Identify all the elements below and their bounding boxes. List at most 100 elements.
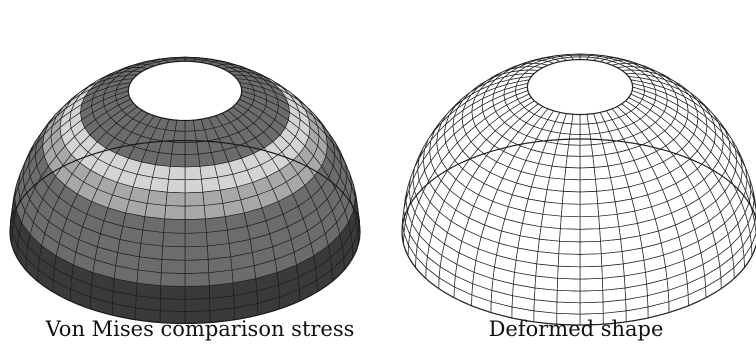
mesh-element <box>174 119 186 132</box>
mesh-element <box>184 205 206 220</box>
mesh-element <box>540 213 562 230</box>
mesh-element <box>184 153 201 168</box>
mesh-element <box>549 165 567 180</box>
mesh-element <box>146 189 168 206</box>
base-edge <box>401 138 756 326</box>
mesh-element <box>162 232 186 248</box>
top-opening <box>127 60 243 122</box>
mesh-element <box>600 238 623 255</box>
mesh-element <box>569 123 581 135</box>
mesh-element <box>558 240 581 255</box>
mesh-element <box>579 228 601 243</box>
mesh-element <box>564 167 581 181</box>
mesh-element <box>163 218 186 234</box>
mesh-element <box>579 253 603 268</box>
mesh-element <box>593 165 611 180</box>
mesh-element <box>557 265 581 280</box>
mesh-element <box>184 141 199 155</box>
mesh-element <box>155 152 172 167</box>
mesh-element <box>544 189 564 205</box>
mesh-element <box>161 245 186 261</box>
mesh-element <box>591 143 606 157</box>
mesh-element <box>165 191 186 207</box>
mesh-element <box>203 203 226 220</box>
mesh-element <box>579 133 592 146</box>
mesh-element <box>561 191 581 205</box>
mesh-element <box>579 123 591 135</box>
mesh-element <box>579 178 597 193</box>
mesh-element <box>599 226 621 242</box>
mesh-element <box>557 253 581 268</box>
mesh-element <box>169 153 186 168</box>
mesh-element <box>598 213 620 230</box>
mesh-element <box>579 113 589 125</box>
mesh-element <box>206 229 230 247</box>
mesh-element <box>556 277 581 292</box>
mesh-element <box>542 201 563 217</box>
mesh-element <box>592 154 609 168</box>
mesh-element <box>184 232 208 248</box>
mesh-element <box>184 191 205 207</box>
mesh-element <box>546 177 565 192</box>
mesh-element <box>149 177 169 193</box>
mesh-element <box>551 154 568 168</box>
base-edge <box>9 140 361 324</box>
mesh-element <box>579 240 602 255</box>
mesh-element <box>579 167 596 181</box>
mesh-element <box>184 178 204 194</box>
mesh-element <box>171 141 186 155</box>
mesh-element <box>579 155 595 169</box>
mesh-element <box>596 189 616 205</box>
left-caption: Von Mises comparison stress <box>45 317 355 341</box>
mesh-element <box>537 238 560 255</box>
mesh-element <box>579 144 594 157</box>
mesh-element <box>184 272 210 287</box>
mesh-element <box>144 203 167 220</box>
mesh-element <box>160 285 186 300</box>
mesh-element <box>184 119 196 132</box>
mesh-element <box>563 178 581 193</box>
mesh-element <box>579 191 599 205</box>
mesh-element <box>579 265 603 280</box>
mesh-element <box>184 298 211 312</box>
mesh-element <box>152 164 171 180</box>
mesh-element <box>579 215 600 230</box>
mesh-element <box>560 203 581 218</box>
mesh-element <box>539 226 561 242</box>
right-caption: Deformed shape <box>488 317 664 341</box>
mesh-element <box>166 178 186 194</box>
mesh-element <box>164 205 186 220</box>
mesh-element <box>579 277 604 292</box>
von-mises-stress-dome <box>9 56 361 324</box>
mesh-element <box>556 301 581 315</box>
mesh-element <box>568 133 581 146</box>
mesh-element <box>160 272 186 287</box>
mesh-element <box>184 218 207 234</box>
mesh-element <box>560 215 581 230</box>
mesh-element <box>579 301 604 315</box>
mesh-element <box>554 143 569 157</box>
mesh-element <box>201 177 221 193</box>
top-opening <box>526 58 634 116</box>
mesh-element <box>556 289 581 304</box>
mesh-element <box>595 177 614 192</box>
deformed-shape-dome <box>401 53 756 326</box>
mesh-element <box>159 298 186 312</box>
mesh-element <box>597 201 618 217</box>
mesh-element <box>199 164 218 180</box>
mesh-element <box>140 229 164 247</box>
mesh-element <box>559 228 581 243</box>
mesh-element <box>566 144 581 157</box>
mesh-element <box>579 203 600 218</box>
mesh-element <box>184 285 210 300</box>
mesh-element <box>571 113 581 125</box>
mesh-element <box>161 259 186 274</box>
mesh-element <box>579 289 604 304</box>
mesh-element <box>205 216 228 233</box>
mesh-element <box>184 245 209 261</box>
mesh-element <box>168 166 186 181</box>
mesh-element <box>202 189 224 206</box>
mesh-element <box>184 166 202 181</box>
mesh-element <box>565 155 581 169</box>
